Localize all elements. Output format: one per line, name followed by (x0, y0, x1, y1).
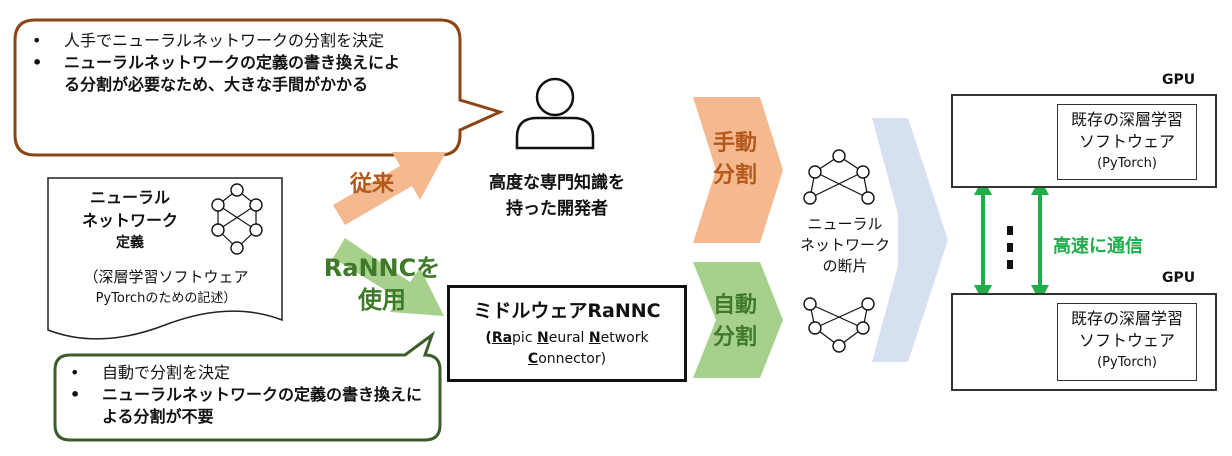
top-callout: 人手でニューラルネットワークの分割を決定 ニューラルネットワークの定義の書き換え… (22, 30, 452, 96)
person-icon (515, 77, 595, 150)
mw-p2: pic (512, 330, 537, 346)
comm-label: 高速に通信 (1053, 236, 1143, 257)
conventional-label: 従来 (350, 172, 395, 197)
manual-split-1: 手動 (712, 131, 757, 156)
gpu2-sw-1: 既存の深層学習 (1070, 309, 1183, 328)
gpu1-sw-1: 既存の深層学習 (1070, 110, 1183, 129)
mw-p0: ( (485, 330, 492, 346)
developer-label: 高度な専門知識を 持った開発者 (462, 170, 652, 222)
nn-node (856, 321, 870, 335)
nn-doc-title-2: ネットワーク (81, 211, 178, 230)
auto-split-label: 自動 分割 (700, 290, 770, 354)
nn-doc-note-2: PyTorchのための記述） (95, 291, 237, 306)
fragments-2: ネットワーク (799, 236, 890, 254)
nn-node (861, 191, 875, 205)
nn-node (230, 183, 244, 197)
middleware-subtitle-1: (Rapic Neural Network (450, 327, 684, 349)
nn-node (808, 321, 822, 335)
nn-node (832, 149, 846, 163)
comm-arrow-right (1031, 178, 1049, 302)
gpu1-sw-2: ソフトウェア (1078, 132, 1175, 151)
big-merge-arrow-body (872, 118, 948, 362)
nn-node (861, 297, 875, 311)
nn-doc-title-1: ニューラル (89, 188, 170, 207)
nn-node (803, 297, 817, 311)
nn-fragment-top-icon (803, 149, 875, 205)
bottom-callout: 自動で分割を決定 ニューラルネットワークの定義の書き換えによる分割が不要 (60, 362, 440, 428)
gpu2-sw-3: (PyTorch) (1097, 355, 1157, 370)
nn-node (249, 198, 263, 212)
nn-document-title: ニューラル ネットワーク 定義 (70, 186, 190, 255)
rannc-arrow (333, 238, 444, 316)
gpu-label-2: GPU (1162, 270, 1196, 286)
vertical-ellipsis (1007, 226, 1013, 269)
manual-split-label: 手動 分割 (700, 128, 770, 192)
nn-node (230, 241, 244, 255)
developer-label-1: 高度な専門知識を (489, 173, 625, 193)
nn-document-note: （深層学習ソフトウェア PyTorchのための記述） (52, 266, 280, 310)
rannc-label-2: 使用 (358, 286, 406, 314)
manual-split-arrow (693, 97, 783, 243)
fragments-label: ニューラル ネットワーク の断片 (790, 214, 900, 277)
mw-p3: N (536, 330, 549, 346)
mw-q1: onnector) (538, 351, 607, 367)
gpu1-software-box: 既存の深層学習 ソフトウェア (PyTorch) (1057, 104, 1197, 180)
nn-node (249, 223, 263, 237)
conventional-arrow (333, 152, 446, 225)
auto-split-1: 自動 (712, 293, 757, 318)
gpu2-sw-2: ソフトウェア (1078, 331, 1175, 350)
mw-p1: Ra (491, 330, 513, 346)
auto-split-arrow (693, 262, 783, 378)
nn-doc-title-3: 定義 (116, 235, 144, 251)
gpu1-sw-3: (PyTorch) (1097, 156, 1157, 171)
bottom-callout-bullet-1: 自動で分割を決定 (60, 362, 440, 384)
nn-fragment-bottom-icon (803, 297, 875, 353)
fragments-1: ニューラル (807, 215, 883, 233)
mw-q0: C (527, 351, 539, 367)
top-callout-bullet-2: ニューラルネットワークの定義の書き換えによる分割が必要なため、大きな手間がかかる (22, 52, 404, 96)
gpu-label-1: GPU (1162, 72, 1196, 88)
bottom-callout-bullet-2: ニューラルネットワークの定義の書き換えによる分割が不要 (60, 384, 422, 428)
nn-node (803, 191, 817, 205)
nn-node (211, 223, 225, 237)
rannc-label: RaNNCを 使用 (312, 252, 452, 316)
nn-full-icon (211, 183, 263, 255)
middleware-subtitle-2: Connector) (450, 349, 684, 369)
nn-document-shape (47, 177, 283, 340)
nn-node (808, 165, 822, 179)
mw-p6: etwork (600, 330, 649, 346)
nn-node (211, 198, 225, 212)
rannc-label-1: RaNNCを (323, 254, 441, 282)
middleware-title: ミドルウェアRaNNC (473, 300, 661, 322)
comm-arrow-left (974, 178, 992, 302)
top-callout-bullet-1: 人手でニューラルネットワークの分割を決定 (22, 30, 394, 52)
fragments-3: の断片 (822, 257, 868, 275)
nn-node (856, 165, 870, 179)
developer-label-2: 持った開発者 (506, 199, 608, 219)
nn-doc-note-1: （深層学習ソフトウェア (83, 268, 249, 286)
mw-p5: N (588, 330, 601, 346)
rannc-middleware-box: ミドルウェアRaNNC (Rapic Neural Network Connec… (447, 285, 687, 382)
nn-node (832, 339, 846, 353)
auto-split-2: 分割 (712, 325, 757, 350)
manual-split-2: 分割 (712, 163, 757, 188)
mw-p4: eural (548, 330, 589, 346)
gpu2-software-box: 既存の深層学習 ソフトウェア (PyTorch) (1057, 303, 1197, 381)
